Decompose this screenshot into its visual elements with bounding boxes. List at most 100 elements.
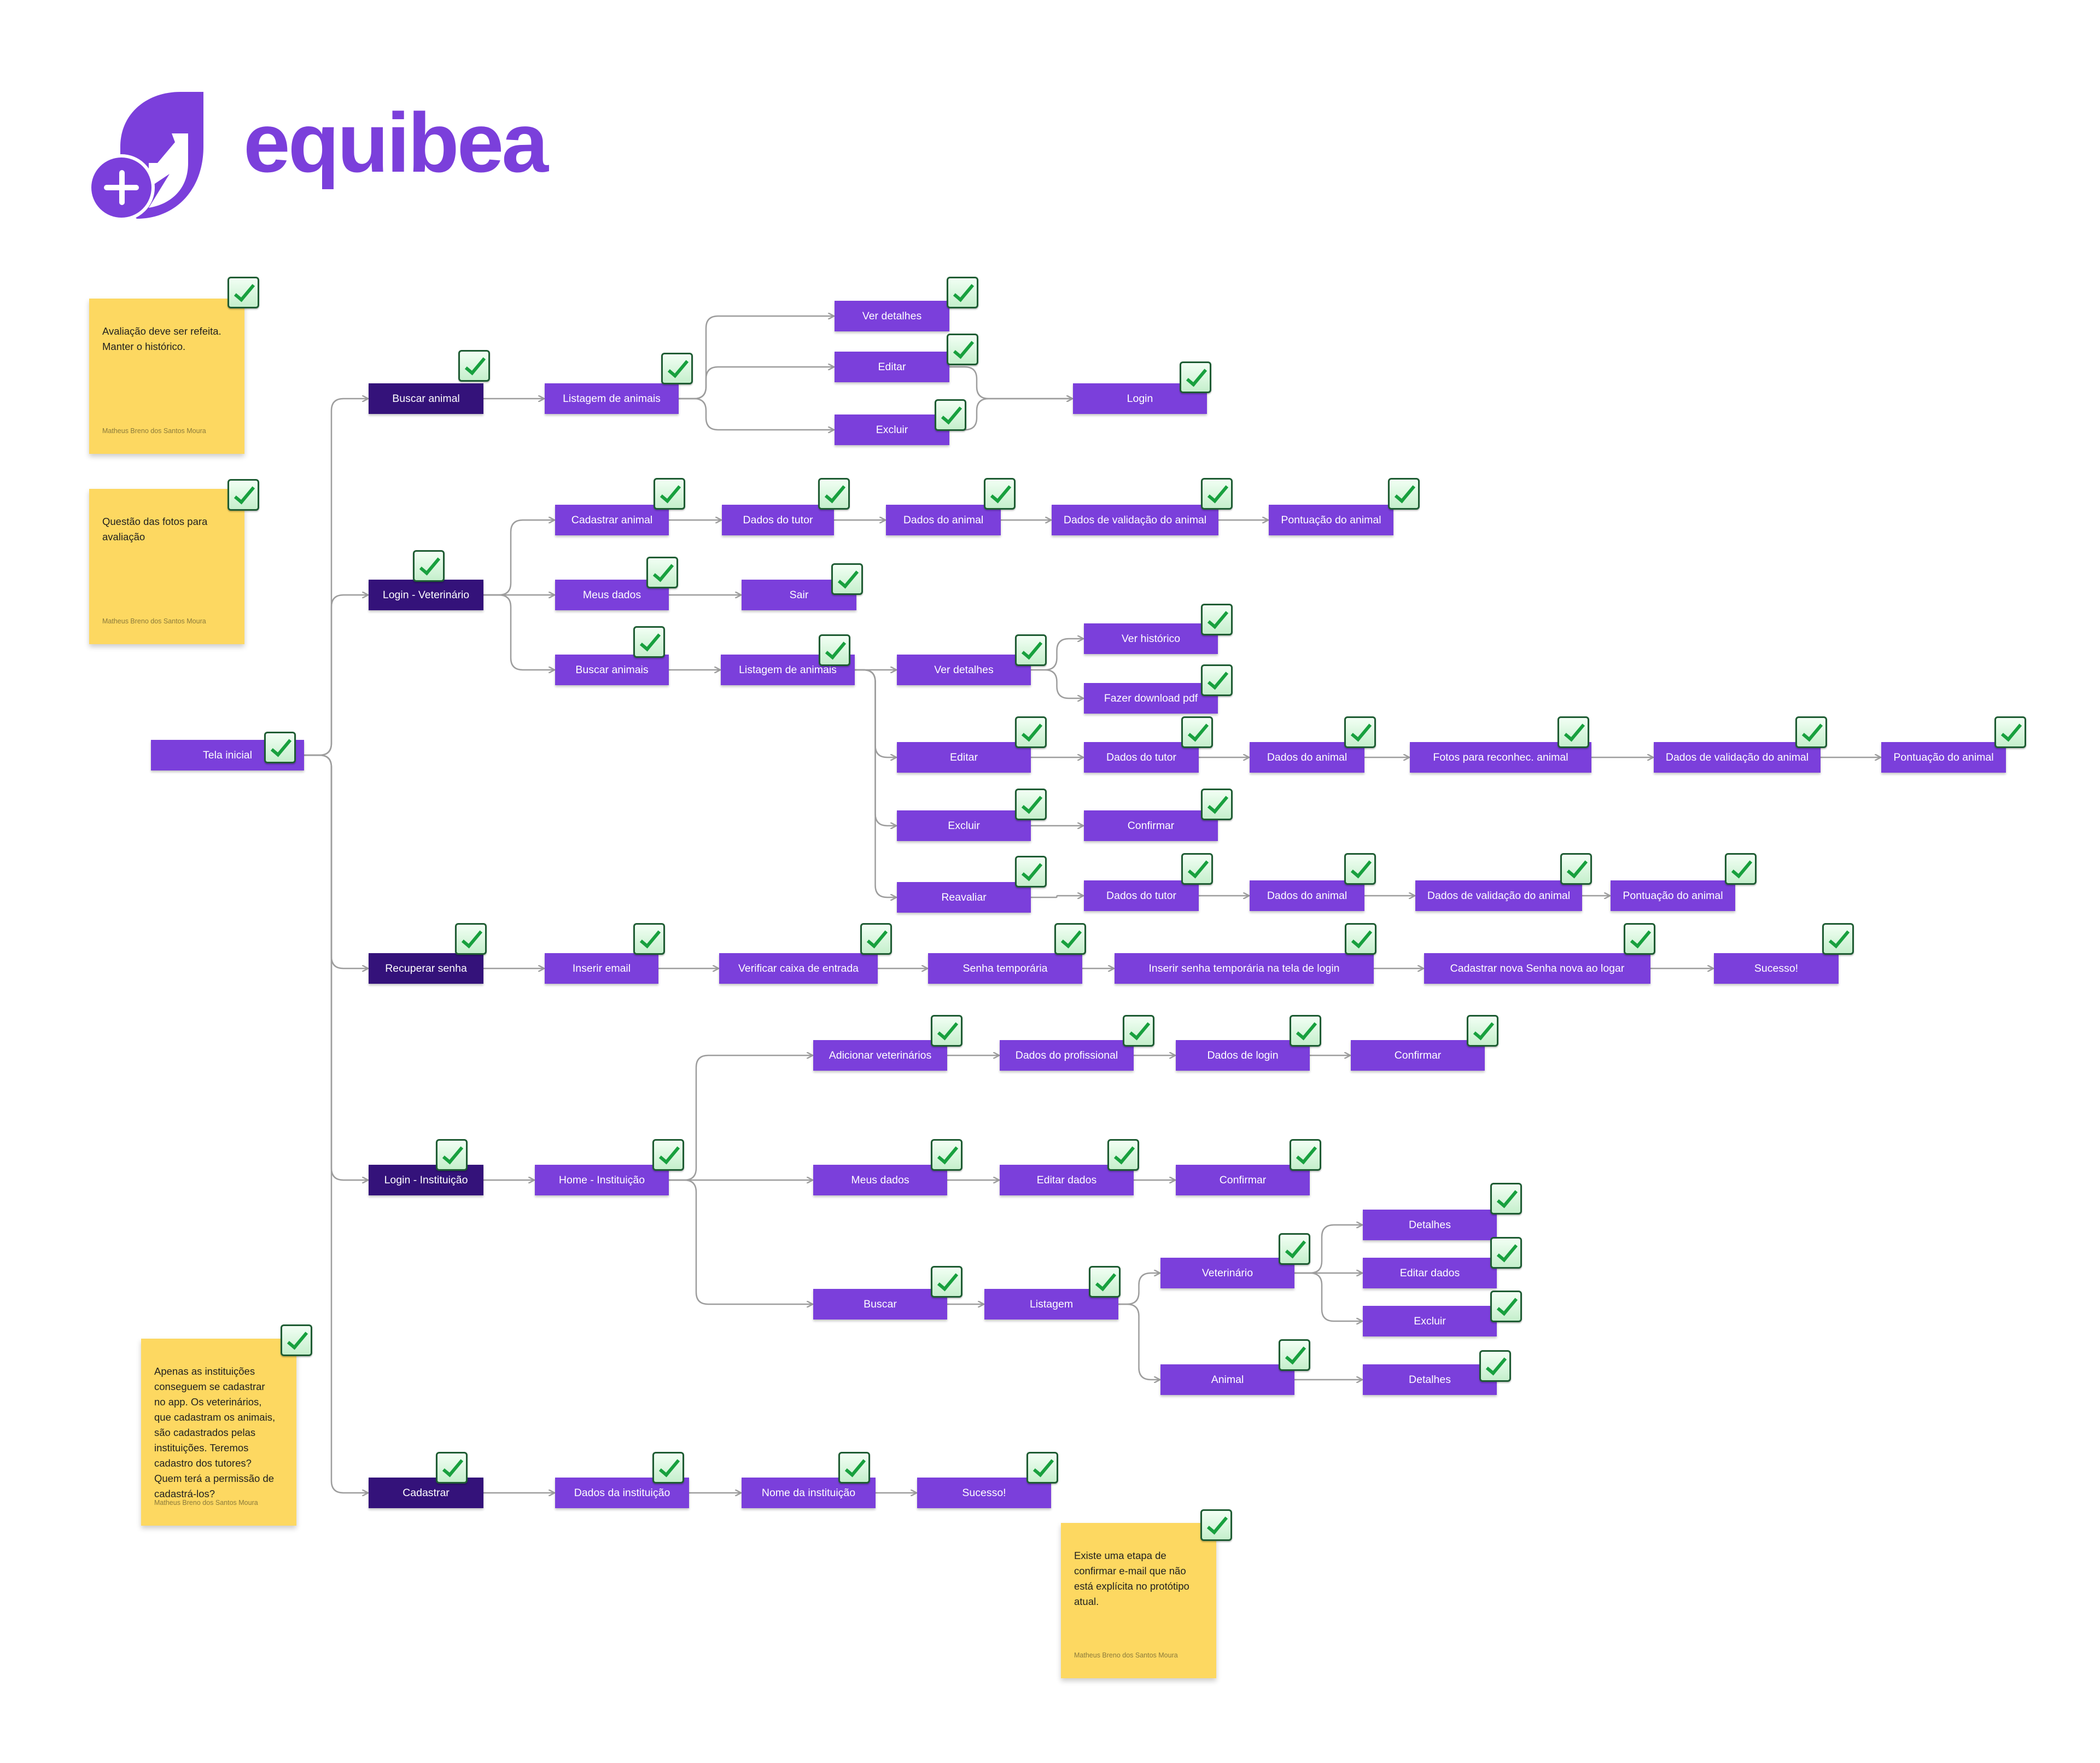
connector-arrow xyxy=(679,398,833,430)
plus-horse-logo-icon xyxy=(88,92,203,221)
check-icon xyxy=(1490,1183,1522,1215)
node-inserir-senha-temporaria[interactable]: Inserir senha temporária na tela de logi… xyxy=(1115,953,1374,984)
node-inserir-email[interactable]: Inserir email xyxy=(545,953,658,984)
check-icon xyxy=(633,626,665,658)
connector-arrow xyxy=(949,366,1072,399)
check-icon xyxy=(1624,923,1655,955)
connector-arrow xyxy=(483,520,554,596)
node-recuperar-senha[interactable]: Recuperar senha xyxy=(369,953,483,984)
check-icon xyxy=(1279,1233,1310,1265)
check-icon xyxy=(228,277,259,308)
connector-arrow xyxy=(669,1055,812,1181)
check-icon xyxy=(1201,478,1233,510)
check-icon xyxy=(947,277,978,308)
check-icon xyxy=(1467,1015,1498,1047)
check-icon xyxy=(1015,716,1047,748)
node-dados-do-animal[interactable]: Dados do animal xyxy=(886,505,1001,535)
node-excluir[interactable]: Excluir xyxy=(1363,1306,1497,1336)
node-dados-do-animal[interactable]: Dados do animal xyxy=(1250,880,1364,911)
node-detalhes[interactable]: Detalhes xyxy=(1363,1364,1497,1395)
node-dados-de-validacao[interactable]: Dados de validação do animal xyxy=(1415,880,1582,911)
node-dados-de-validacao[interactable]: Dados de validação do animal xyxy=(1052,505,1218,535)
node-meus-dados[interactable]: Meus dados xyxy=(813,1165,947,1195)
node-confirmar[interactable]: Confirmar xyxy=(1351,1040,1485,1071)
node-fazer-download-pdf[interactable]: Fazer download pdf xyxy=(1084,683,1218,714)
node-dados-do-profissional[interactable]: Dados do profissional xyxy=(1000,1040,1134,1071)
check-icon xyxy=(1123,1015,1154,1047)
check-icon xyxy=(1290,1139,1321,1171)
node-reavaliar[interactable]: Reavaliar xyxy=(897,882,1031,913)
node-home-instituicao[interactable]: Home - Instituição xyxy=(535,1165,669,1195)
node-detalhes[interactable]: Detalhes xyxy=(1363,1210,1497,1240)
node-editar-dados[interactable]: Editar dados xyxy=(1363,1258,1497,1288)
check-icon xyxy=(984,478,1016,510)
node-pontuacao-do-animal[interactable]: Pontuação do animal xyxy=(1611,880,1735,911)
check-icon xyxy=(1107,1139,1139,1171)
node-adicionar-veterinarios[interactable]: Adicionar veterinários xyxy=(813,1040,947,1071)
node-animal[interactable]: Animal xyxy=(1160,1364,1294,1395)
check-icon xyxy=(1181,853,1213,885)
check-icon xyxy=(1725,853,1757,885)
check-icon xyxy=(1181,716,1213,748)
node-dados-do-tutor[interactable]: Dados do tutor xyxy=(1084,880,1199,911)
node-login-instituicao[interactable]: Login - Instituição xyxy=(369,1165,483,1195)
check-icon xyxy=(1290,1015,1321,1047)
node-ver-detalhes[interactable]: Ver detalhes xyxy=(835,301,949,331)
node-listagem-de-animais[interactable]: Listagem de animais xyxy=(545,383,679,414)
sticky-note-text: Existe uma etapa de confirmar e-mail que… xyxy=(1074,1550,1189,1607)
node-verificar-caixa-de-entrada[interactable]: Verificar caixa de entrada xyxy=(719,953,878,984)
node-excluir[interactable]: Excluir xyxy=(835,415,949,445)
check-icon xyxy=(1201,789,1233,820)
check-icon xyxy=(838,1452,870,1484)
node-editar[interactable]: Editar xyxy=(835,352,949,382)
check-icon xyxy=(935,399,966,431)
check-icon xyxy=(1201,604,1233,635)
connector-arrow xyxy=(304,754,368,1180)
sticky-note-author: Matheus Breno dos Santos Moura xyxy=(154,1499,258,1507)
check-icon xyxy=(661,353,693,384)
check-icon xyxy=(819,634,850,666)
node-dados-de-login[interactable]: Dados de login xyxy=(1176,1040,1310,1071)
node-dados-de-validacao[interactable]: Dados de validação do animal xyxy=(1654,742,1821,773)
node-cadastrar-animal[interactable]: Cadastrar animal xyxy=(555,505,669,535)
connector-arrow xyxy=(669,1179,812,1304)
check-icon xyxy=(1822,923,1854,955)
node-ver-historico[interactable]: Ver histórico xyxy=(1084,623,1218,654)
node-editar[interactable]: Editar xyxy=(897,742,1031,773)
connector-arrow xyxy=(949,399,1072,431)
sticky-note: Questão das fotos para avaliação Matheus… xyxy=(89,489,244,644)
check-icon xyxy=(931,1139,962,1171)
node-dados-do-tutor[interactable]: Dados do tutor xyxy=(722,505,834,535)
check-icon xyxy=(947,334,978,365)
check-icon xyxy=(633,923,665,955)
check-icon xyxy=(1015,856,1047,888)
brand-logo: equibea xyxy=(88,81,549,229)
node-senha-temporaria[interactable]: Senha temporária xyxy=(928,953,1082,984)
node-confirmar[interactable]: Confirmar xyxy=(1084,810,1218,841)
connector-arrow xyxy=(1031,669,1083,698)
node-sucesso[interactable]: Sucesso! xyxy=(1714,953,1839,984)
node-pontuacao-do-animal[interactable]: Pontuação do animal xyxy=(1881,742,2006,773)
node-veterinario[interactable]: Veterinário xyxy=(1160,1258,1294,1288)
node-login-veterinario[interactable]: Login - Veterinário xyxy=(369,580,483,610)
node-buscar-animais[interactable]: Buscar animais xyxy=(555,655,669,685)
check-icon xyxy=(1344,716,1376,748)
check-icon xyxy=(646,557,678,588)
check-icon xyxy=(1200,1509,1232,1541)
check-icon xyxy=(818,478,850,510)
node-pontuacao-do-animal[interactable]: Pontuação do animal xyxy=(1269,505,1393,535)
node-cadastrar-nova-senha[interactable]: Cadastrar nova Senha nova ao logar xyxy=(1424,953,1650,984)
node-buscar[interactable]: Buscar xyxy=(813,1289,947,1320)
check-icon xyxy=(1490,1291,1522,1322)
check-icon xyxy=(1054,923,1086,955)
node-ver-detalhes[interactable]: Ver detalhes xyxy=(897,655,1031,685)
connector-arrow xyxy=(1294,1272,1362,1321)
node-confirmar[interactable]: Confirmar xyxy=(1176,1165,1310,1195)
node-dados-do-tutor[interactable]: Dados do tutor xyxy=(1084,742,1199,773)
check-icon xyxy=(1089,1266,1121,1298)
node-excluir[interactable]: Excluir xyxy=(897,810,1031,841)
node-buscar-animal[interactable]: Buscar animal xyxy=(369,383,483,414)
check-icon xyxy=(1344,853,1376,885)
